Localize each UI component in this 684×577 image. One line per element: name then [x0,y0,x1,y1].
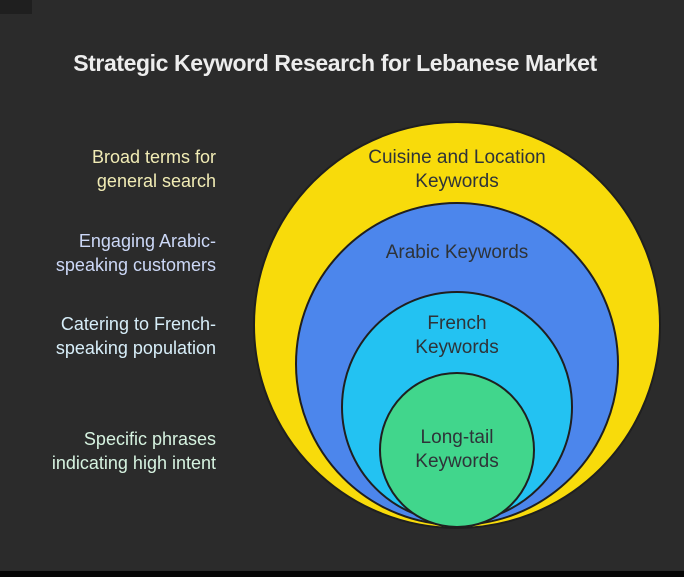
annotation-arabic-customers: Engaging Arabic- speaking customers [55,231,216,275]
ring-label-arabic: Arabic Keywords [385,242,529,263]
ring-circle-long-tail [379,372,535,528]
annotation-high-intent: Specific phrases indicating high intent [51,429,216,473]
diagram-title: Strategic Keyword Research for Lebanese … [73,50,597,76]
bottom-letterbox-bar [0,571,684,577]
annotation-french-population: Catering to French- speaking population [55,314,216,358]
ring-label-long-tail: Long-tail Keywords [415,427,499,472]
annotation-broad-terms: Broad terms for general search [91,147,216,191]
top-left-corner-patch [0,0,32,14]
ring-label-cuisine-location: Cuisine and Location Keywords [368,147,546,192]
ring-label-french: French Keywords [415,313,499,358]
